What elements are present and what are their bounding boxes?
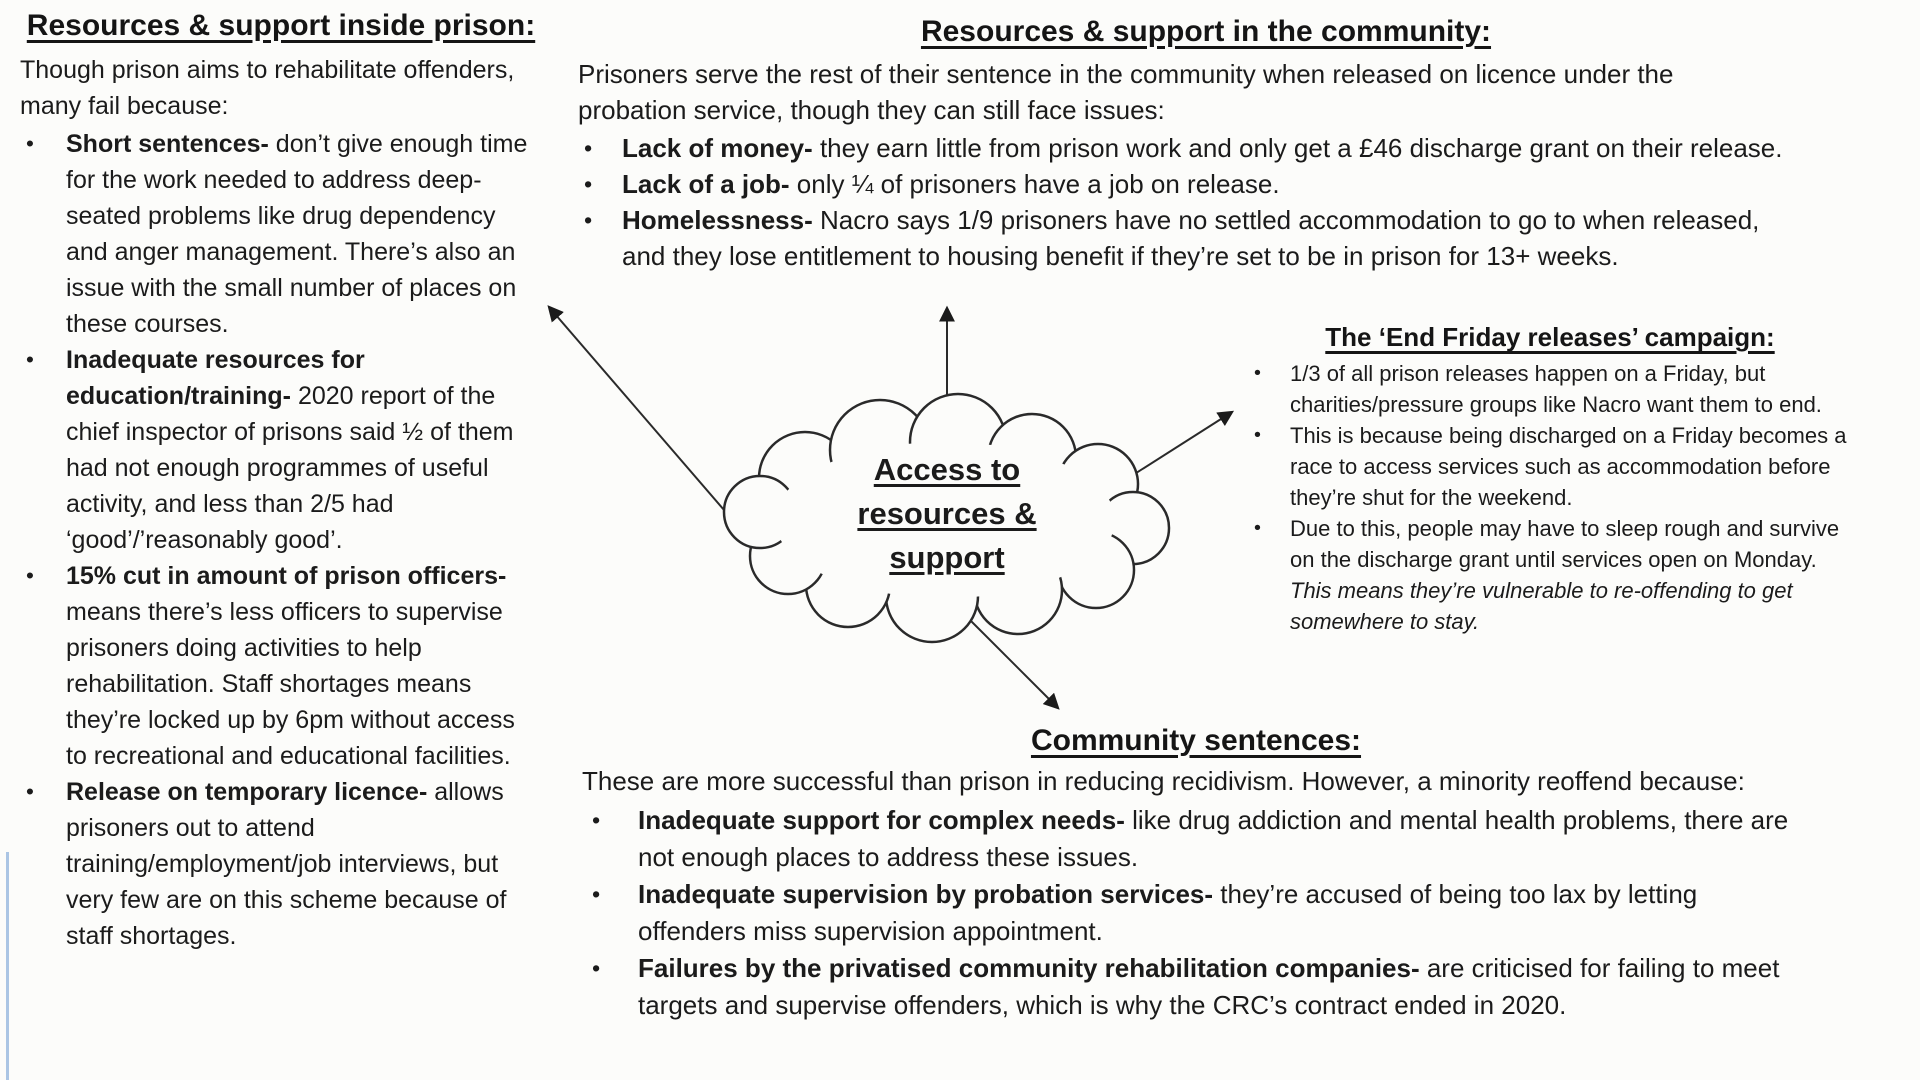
bullet-item: Inadequate support for complex needs- li…	[582, 802, 1810, 876]
central-topic-line: Access to	[873, 452, 1021, 487]
community-intro: Prisoners serve the rest of their senten…	[578, 59, 1674, 125]
friday-campaign-bullet-list: 1/3 of all prison releases happen on a F…	[1248, 358, 1852, 637]
bullet-item: Inadequate supervision by probation serv…	[582, 876, 1810, 950]
section-community: Resources & support in the community: Pr…	[578, 14, 1788, 274]
paper-margin-line	[6, 852, 9, 1080]
bullet-item: 1/3 of all prison releases happen on a F…	[1248, 358, 1852, 420]
central-topic: Access to resources & support	[782, 448, 1112, 580]
arrow-to-inside-prison	[547, 305, 744, 533]
arrow-to-friday-campaign	[1121, 410, 1235, 483]
central-topic-line: support	[889, 540, 1005, 575]
cloud-shape	[722, 392, 1171, 644]
friday-campaign-heading: The ‘End Friday releases’ campaign:	[1325, 322, 1775, 352]
bullet-item: 15% cut in amount of prison officers- me…	[20, 558, 542, 774]
bullet-item: Inadequate resources for education/train…	[20, 342, 542, 558]
bullet-item: Homelessness- Nacro says 1/9 prisoners h…	[578, 202, 1788, 274]
bullet-item: Short sentences- don’t give enough time …	[20, 126, 542, 342]
community-sentences-heading: Community sentences:	[1030, 724, 1362, 757]
bullet-item: Release on temporary licence- allows pri…	[20, 774, 542, 954]
bullet-item: Due to this, people may have to sleep ro…	[1248, 513, 1852, 637]
section-community-sentences: Community sentences: These are more succ…	[582, 722, 1810, 1024]
community-bullet-list: Lack of money- they earn little from pri…	[578, 130, 1788, 274]
section-friday-campaign: The ‘End Friday releases’ campaign: 1/3 …	[1248, 322, 1852, 637]
community-sentences-intro: These are more successful than prison in…	[582, 766, 1745, 796]
section-inside-prison: Resources & support inside prison: Thoug…	[20, 8, 542, 954]
inside-prison-heading: Resources & support inside prison:	[26, 9, 536, 42]
central-topic-line: resources &	[857, 496, 1037, 531]
community-sentences-bullet-list: Inadequate support for complex needs- li…	[582, 802, 1810, 1024]
bullet-item: Lack of money- they earn little from pri…	[578, 130, 1788, 166]
inside-prison-intro: Though prison aims to rehabilitate offen…	[20, 56, 515, 120]
bullet-item: Failures by the privatised community reh…	[582, 950, 1810, 1024]
bullet-item: Lack of a job- only ¼ of prisoners have …	[578, 166, 1788, 202]
community-heading: Resources & support in the community:	[920, 15, 1492, 48]
bullet-item: This is because being discharged on a Fr…	[1248, 420, 1852, 513]
inside-prison-bullet-list: Short sentences- don’t give enough time …	[20, 126, 542, 954]
